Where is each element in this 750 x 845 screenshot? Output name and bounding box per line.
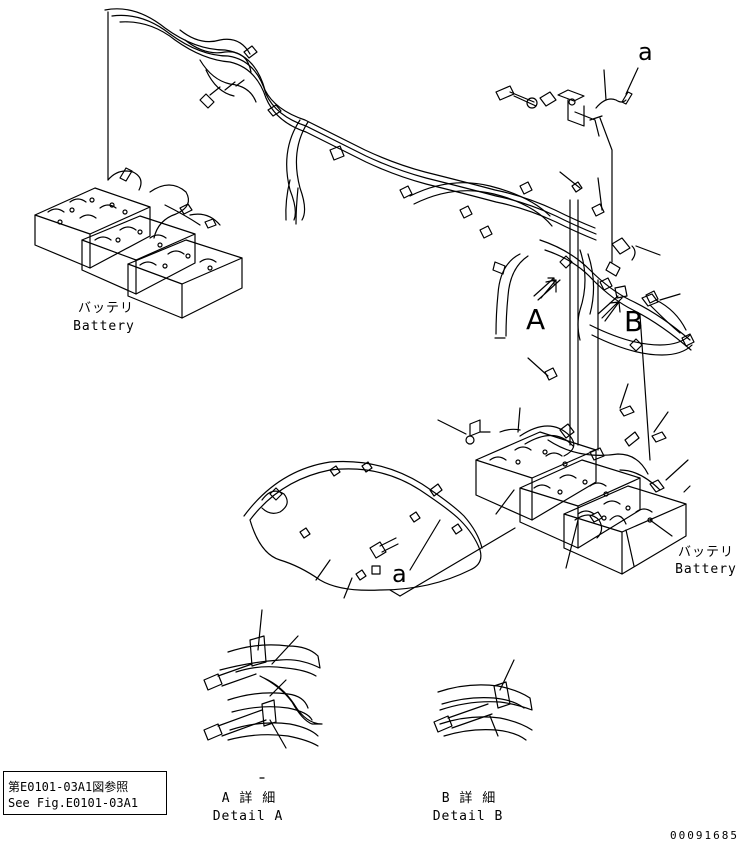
detail-b-title-en: Detail B [432, 809, 504, 824]
drawing-number: 00091685 [670, 829, 739, 842]
arrow-b [597, 295, 623, 322]
view-label-a: A [526, 303, 546, 336]
battery-left-label-jp: バッテリ [77, 301, 134, 316]
leader-lines [559, 171, 681, 461]
arrow-a [533, 277, 561, 301]
battery-group-right [437, 357, 691, 575]
reference-box: 第E0101-03A1図参照 See Fig.E0101-03A1 [3, 771, 167, 815]
battery-right-label-en: Battery [675, 562, 737, 577]
detail-a-title-en: Detail A [212, 809, 284, 824]
detail-a [203, 609, 323, 749]
main-harness [104, 8, 695, 356]
bracket-assembly [495, 67, 639, 263]
battery-group-left [34, 11, 243, 319]
battery-right-label-jp: バッテリ [677, 545, 734, 560]
detail-a-title-jp: A 詳 細 [221, 791, 277, 806]
detail-b-title-jp: B 詳 細 [441, 791, 497, 806]
battery-left-label-en: Battery [73, 319, 135, 334]
reference-text-en: See Fig.E0101-03A1 [8, 796, 139, 810]
detail-b [433, 659, 533, 741]
view-label-b: B [624, 305, 644, 338]
reference-text-jp: 第E0101-03A1図参照 [8, 780, 129, 794]
callout-a-top: a [638, 38, 653, 66]
loop-harness [243, 460, 516, 599]
callout-a-bottom: a [392, 560, 407, 588]
connectors-right [605, 237, 687, 331]
